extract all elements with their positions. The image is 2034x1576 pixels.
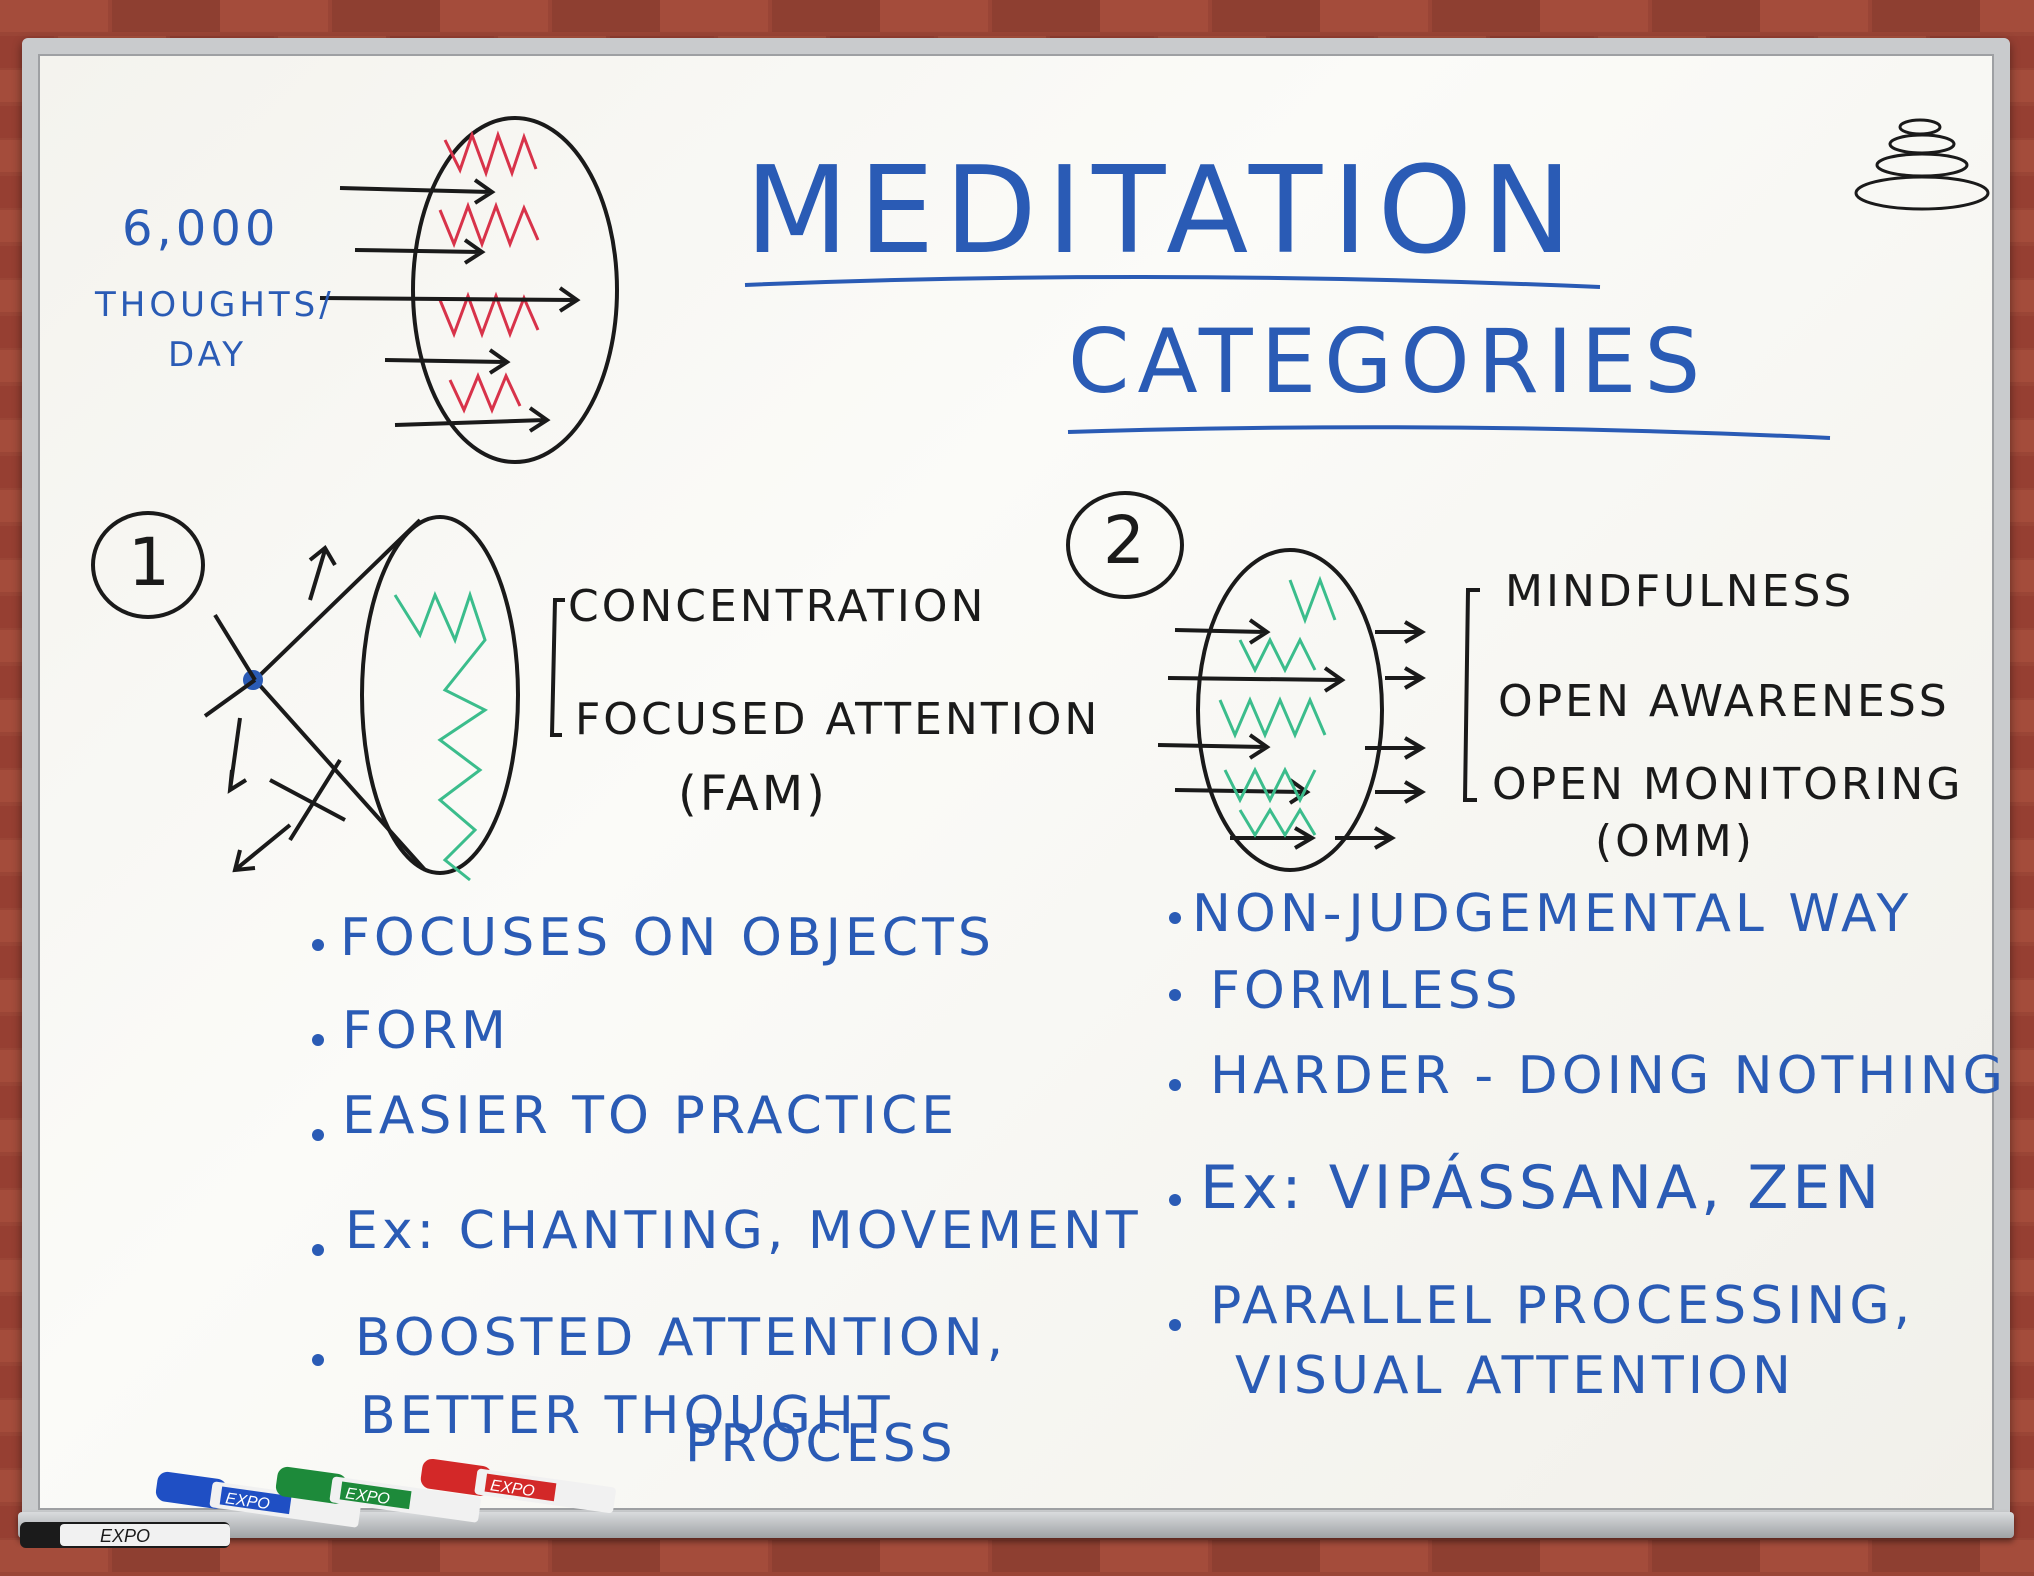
cat2-bullet-1: NON-JUDGEMENTAL WAY <box>1192 888 1912 940</box>
cat1-bullet-2: FORM <box>342 1005 510 1057</box>
category-1-number: 1 <box>128 530 170 596</box>
subtitle-underline <box>1068 427 1830 438</box>
open-awareness-label: OPEN AWARENESS <box>1498 680 1950 724</box>
marker-black: EXPO <box>20 1522 230 1548</box>
cat1-bullet-1: FOCUSES ON OBJECTS <box>340 912 995 964</box>
cat2-bullet-4: Ex: VIPÁSSANA, ZEN <box>1200 1158 1883 1218</box>
cat1-bullet-5: BOOSTED ATTENTION, <box>355 1312 1007 1364</box>
omm-label: (OMM) <box>1595 820 1755 864</box>
open-monitoring-label: OPEN MONITORING <box>1492 763 1963 807</box>
oval-green-scribble <box>1220 580 1335 835</box>
cat1-bullet-3: EASIER TO PRACTICE <box>342 1090 958 1142</box>
cone-green-scribble <box>395 595 485 880</box>
thoughts-unit: THOUGHTS/ <box>95 288 335 322</box>
cone-drawing <box>205 517 518 873</box>
thought-oval-drawing <box>320 118 617 462</box>
thoughts-per: DAY <box>168 338 247 372</box>
board-subtitle: CATEGORIES <box>1068 318 1708 406</box>
cat2-bullet-3: HARDER - DOING NOTHING <box>1210 1050 2007 1102</box>
bracket-2 <box>1465 590 1480 800</box>
cat1-bullet-4: Ex: CHANTING, MOVEMENT <box>345 1205 1142 1257</box>
svg-text:EXPO: EXPO <box>100 1526 150 1546</box>
thoughts-count: 6,000 <box>122 205 279 253</box>
open-oval-drawing <box>1158 550 1422 870</box>
cat1-bullet-5-line3: PROCESS <box>685 1418 957 1470</box>
cat2-bullet-5: PARALLEL PROCESSING, <box>1210 1280 1914 1332</box>
mindfulness-label: MINDFULNESS <box>1505 570 1854 614</box>
cat2-bullet-2: FORMLESS <box>1210 965 1522 1017</box>
category-2-number: 2 <box>1103 508 1145 574</box>
stone-cairn-icon <box>1856 120 1988 209</box>
concentration-label: CONCENTRATION <box>568 585 986 629</box>
bracket-1 <box>552 600 565 735</box>
fam-label: (FAM) <box>678 770 828 818</box>
board-title: MEDITATION <box>745 152 1582 272</box>
cat2-bullet-5-line2: VISUAL ATTENTION <box>1235 1350 1795 1402</box>
focused-attention-label: FOCUSED ATTENTION <box>575 698 1100 742</box>
